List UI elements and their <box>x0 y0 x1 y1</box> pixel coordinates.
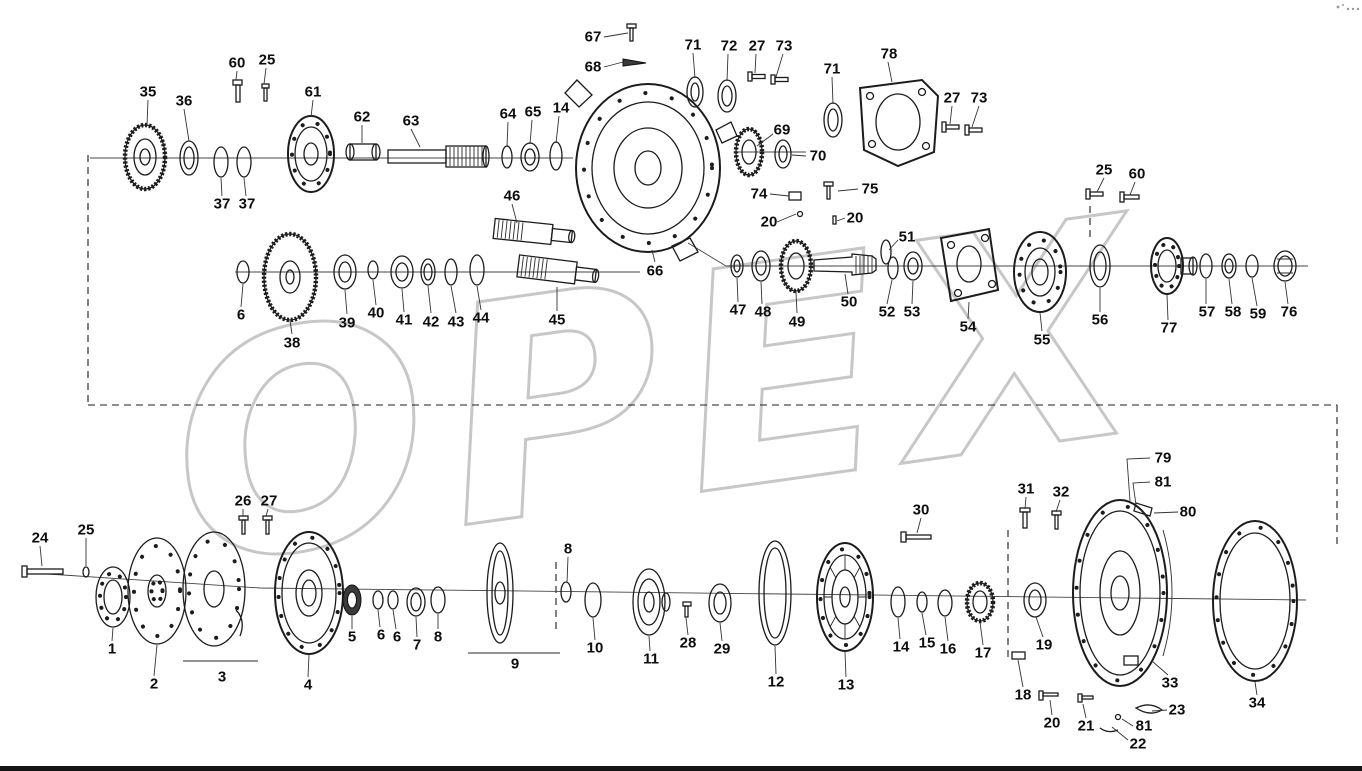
part-3-disc <box>182 531 246 647</box>
axis-lines <box>47 151 1308 601</box>
leader-lines <box>39 32 1289 741</box>
part-40-spacer <box>367 260 379 280</box>
part-27-73-bolts-a <box>747 71 789 85</box>
part-10-snap-ring <box>584 582 602 618</box>
label-bracket-lines <box>183 652 560 662</box>
dashed-frame-lines <box>87 155 1338 660</box>
part-33-drum-housing <box>1072 499 1173 687</box>
part-20-21-bolts-bottom <box>1038 690 1094 703</box>
part-58-bearing <box>1221 253 1237 279</box>
part-14-snap-ring-bottom <box>890 586 906 618</box>
part-1-flange <box>95 566 131 628</box>
part-17-gear-hub <box>964 580 996 624</box>
part-75-bolt <box>823 181 834 200</box>
part-51-ring <box>880 239 892 265</box>
part-6-rings-bottom <box>372 590 399 610</box>
part-12-ring-plate <box>758 540 792 646</box>
part-9-diaphragm <box>486 542 514 644</box>
part-39-bearing <box>333 254 357 290</box>
part-2-disc <box>127 537 187 645</box>
part-41-bearing <box>390 255 414 289</box>
part-72-ring <box>717 79 737 113</box>
part-7-ring <box>406 587 426 617</box>
part-25-60-bolts-top-right <box>1085 188 1140 203</box>
part-67-bolt <box>626 23 637 42</box>
part-key-crescent <box>235 609 243 637</box>
part-60-25-bolts-top-left <box>232 79 270 103</box>
part-50-shaft <box>813 253 877 276</box>
part-71-ring-a <box>686 76 704 108</box>
part-29-seal <box>708 583 732 623</box>
part-46-splined-shaft <box>492 217 576 246</box>
part-8-ring-b <box>430 586 446 614</box>
part-56-ring <box>1089 244 1111 288</box>
part-35-gear <box>122 122 168 192</box>
part-45-splined-shaft <box>516 254 600 285</box>
part-44-snap-ring <box>469 254 485 286</box>
part-4-drum <box>274 531 344 655</box>
part-59-ring <box>1245 254 1259 278</box>
part-19-ring <box>1023 582 1047 618</box>
part-69-gear <box>733 126 765 178</box>
part-25-fitting <box>82 566 90 578</box>
part-62-spacer <box>345 143 381 161</box>
part-49-gear <box>778 238 814 294</box>
part-61-hub <box>287 115 335 193</box>
bottom-edge-bar <box>0 766 1362 771</box>
part-63-shaft <box>387 145 490 168</box>
part-27-73-bolts-b <box>941 121 983 136</box>
part-77-hub <box>1150 237 1198 295</box>
part-43-ring <box>444 258 458 286</box>
part-30-bolt <box>900 531 932 543</box>
part-16-ring <box>937 589 953 617</box>
part-55-flanged-housing <box>1013 231 1067 313</box>
part-52-ring <box>887 256 899 280</box>
part-37-rings <box>213 146 252 178</box>
part-68-key <box>622 58 647 67</box>
part-11-hub <box>632 568 671 636</box>
part-28-bolt <box>682 601 692 618</box>
part-70-ring <box>774 139 792 169</box>
part-14-snap-ring-top <box>549 141 563 171</box>
part-57-ring <box>1199 253 1213 279</box>
part-54-bracket <box>939 227 1000 303</box>
part-6-ring-mid <box>236 260 250 284</box>
part-66-housing <box>564 79 738 262</box>
part-78-cover <box>858 78 940 168</box>
part-26-27-bolts-bottom <box>238 515 273 535</box>
part-71-ring-b <box>823 102 843 138</box>
part-22-23-81-clips <box>1099 704 1164 733</box>
corner-specks <box>1336 4 1360 11</box>
part-42-ring <box>420 258 436 286</box>
part-65-bearing <box>520 142 540 172</box>
part-18-bracket <box>1011 651 1026 660</box>
part-53-bearing <box>903 251 923 281</box>
watermark-text: OPEX <box>151 151 1173 633</box>
part-80-clip <box>1133 502 1153 517</box>
part-24-bolt <box>21 565 64 578</box>
part-48-bearing <box>751 250 771 282</box>
part-5-seal <box>342 584 362 616</box>
part-8-ring-t <box>560 581 572 603</box>
part-20-pins-top <box>796 210 837 225</box>
part-76-nut <box>1273 250 1297 282</box>
part-64-ring <box>501 145 513 169</box>
part-13-converter <box>816 542 874 652</box>
part-47-ring <box>730 254 744 278</box>
part-34-ring-gear <box>1212 520 1298 682</box>
part-38-gear <box>261 231 319 323</box>
part-15-ring <box>916 591 928 613</box>
